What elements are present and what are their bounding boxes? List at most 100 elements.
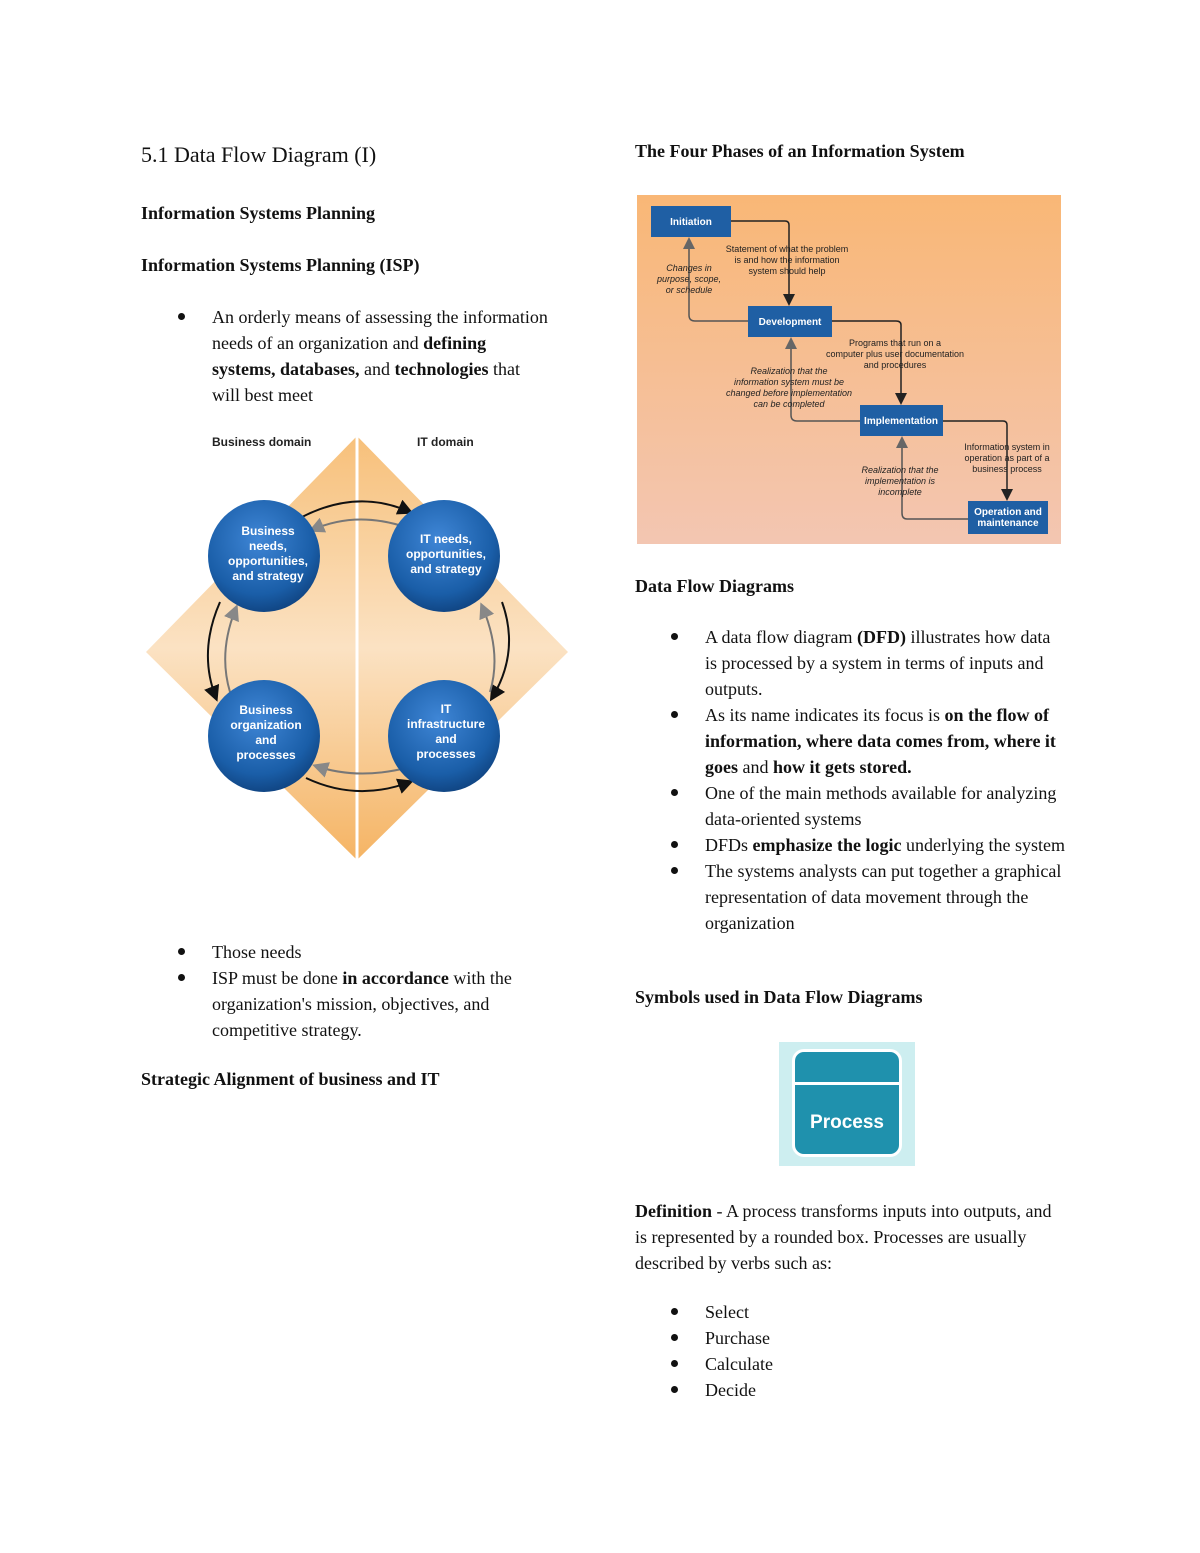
list-item: ISP must be done in accordance with the … [178, 965, 552, 1043]
business-domain-label: Business domain [212, 435, 311, 449]
circle-tr-line: opportunities, [406, 547, 486, 561]
circle-bl-line: and [255, 733, 276, 747]
annotation-statement: is and how the information [734, 255, 839, 265]
annotation-programs: and procedures [864, 360, 927, 370]
bullet-dot [671, 1308, 678, 1315]
annotation-realization-2: Realization that the [861, 465, 938, 475]
circle-br-line: IT [441, 702, 452, 716]
circle-tl-line: needs, [249, 539, 287, 553]
bullet-dot [178, 313, 185, 320]
verbs-list: Select Purchase Calculate Decide [671, 1299, 1005, 1403]
process-divider [795, 1082, 899, 1085]
phase-initiation-label: Initiation [670, 217, 712, 228]
circle-bl-line: processes [236, 748, 296, 762]
phase-implementation-label: Implementation [864, 416, 938, 427]
arrow-right-inner [479, 602, 496, 693]
phase-initiation-box [651, 206, 731, 237]
heading-four-phases: The Four Phases of an Information System [635, 141, 965, 161]
process-symbol: Process [779, 1042, 915, 1166]
arrow-development-back [683, 237, 748, 322]
arrow-bottom [305, 777, 414, 794]
list-item: Select [671, 1299, 1005, 1325]
arrow-left-inner [224, 604, 239, 693]
list-item: A data flow diagram (DFD) illustrates ho… [671, 624, 1065, 702]
phase-implementation-box [860, 405, 943, 436]
bullet-dot [671, 1386, 678, 1393]
circle-tl-line: opportunities, [228, 554, 308, 568]
heading-isp: Information Systems Planning (ISP) [141, 255, 420, 275]
arrow-left [204, 601, 221, 702]
arrow-operation-back [896, 436, 968, 520]
phases-figure: Initiation Development Implementation Op… [637, 195, 1061, 544]
isp-bullet-list-2: Those needs ISP must be done in accordan… [178, 939, 552, 1043]
circle-tr-line: IT needs, [420, 532, 472, 546]
phase-development-label: Development [759, 317, 822, 328]
bullet-dot [671, 633, 678, 640]
bullet-dot [671, 841, 678, 848]
it-domain-label: IT domain [417, 435, 474, 449]
bullet-dot [178, 974, 185, 981]
annotation-changes: purpose, scope, [656, 274, 721, 284]
arrow-top [299, 499, 414, 519]
page-title: 5.1 Data Flow Diagram (I) [141, 142, 377, 167]
annotation-statement: Statement of what the problem [726, 244, 849, 254]
circle-tr-line: and strategy [410, 562, 482, 576]
list-item: An orderly means of assessing the inform… [178, 304, 552, 408]
annotation-in-operation: business process [972, 464, 1042, 474]
phase-operation-box [968, 501, 1048, 534]
phase-operation-label: Operation and [974, 507, 1042, 518]
heading-info-systems-planning: Information Systems Planning [141, 203, 376, 223]
heading-strategic-alignment: Strategic Alignment of business and IT [141, 1069, 440, 1089]
bullet-dot [671, 1360, 678, 1367]
circle-bl-line: organization [230, 718, 301, 732]
annotation-programs: Programs that run on a [849, 338, 941, 348]
bullet-dot [671, 711, 678, 718]
arrow-initiation-to-development [731, 220, 795, 306]
annotation-realization-1: information system must be [734, 377, 844, 387]
annotation-changes: Changes in [666, 263, 712, 273]
circle-bl-line: Business [239, 703, 293, 717]
bullet-dot [671, 789, 678, 796]
process-definition: Definition - A process transforms inputs… [635, 1201, 1052, 1273]
circle-tl-line: and strategy [232, 569, 304, 583]
circle-br-line: infrastructure [407, 717, 485, 731]
annotation-realization-1: Realization that the [750, 366, 827, 376]
phase-operation-label: maintenance [977, 518, 1039, 529]
arrow-bottom-inner [312, 762, 407, 778]
list-item: Those needs [178, 939, 552, 965]
circle-it-needs [388, 500, 500, 612]
arrow-top-inner [308, 517, 409, 533]
circle-br-line: processes [416, 747, 476, 761]
list-item: The systems analysts can put together a … [671, 858, 1065, 936]
dfd-bullet-list: A data flow diagram (DFD) illustrates ho… [671, 624, 1065, 936]
bullet-dot [178, 948, 185, 955]
annotation-realization-2: implementation is [865, 476, 936, 486]
bullet-dot [671, 1334, 678, 1341]
isp-bullet-list: An orderly means of assessing the inform… [178, 304, 552, 408]
phases-background [637, 195, 1061, 544]
list-item: Calculate [671, 1351, 1005, 1377]
list-item: DFDs emphasize the logic underlying the … [671, 832, 1065, 858]
arrow-right [489, 601, 511, 702]
process-label: Process [810, 1112, 884, 1133]
annotation-realization-1: changed before implementation [726, 388, 852, 398]
heading-data-flow-diagrams: Data Flow Diagrams [635, 576, 794, 596]
alignment-figure-svg: Business domain IT domain Business needs… [146, 435, 568, 860]
circle-business-organization [208, 680, 320, 792]
arrow-implementation-back [785, 337, 860, 422]
annotation-realization-2: incomplete [878, 487, 922, 497]
list-item: As its name indicates its focus is on th… [671, 702, 1065, 780]
phases-figure-svg: Initiation Development Implementation Op… [637, 195, 1061, 544]
alignment-figure: Business domain IT domain Business needs… [140, 430, 580, 862]
bullet-dot [671, 867, 678, 874]
arrow-development-to-implementation [832, 320, 907, 405]
circle-br-line: and [435, 732, 456, 746]
list-item: Purchase [671, 1325, 1005, 1351]
annotation-programs: computer plus user documentation [826, 349, 964, 359]
circle-it-infrastructure [388, 680, 500, 792]
heading-symbols: Symbols used in Data Flow Diagrams [635, 987, 923, 1007]
circle-business-needs [208, 500, 320, 612]
arrow-implementation-to-operation [943, 420, 1013, 501]
annotation-realization-1: can be completed [753, 399, 825, 409]
annotation-in-operation: Information system in [964, 442, 1050, 452]
